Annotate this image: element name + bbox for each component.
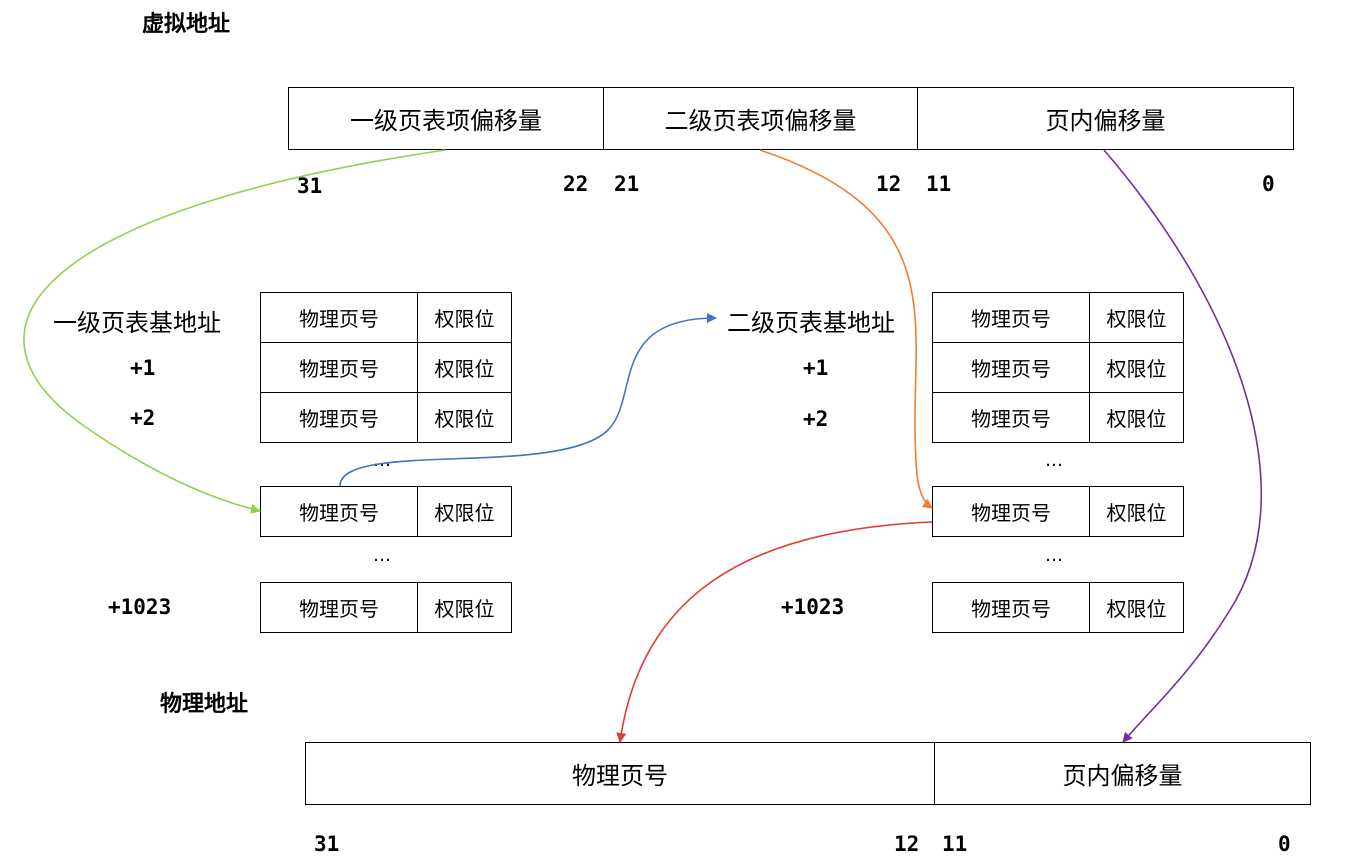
l2-entry-1023: 物理页号 权限位: [932, 582, 1184, 633]
arrow-l1-index: [23, 149, 446, 514]
l2-offset-plus-1023: +1023: [781, 595, 845, 619]
l2-entry-selected: 物理页号 权限位: [932, 486, 1184, 537]
l1-offset-plus-2: +2: [130, 406, 156, 430]
virtual-address-title: 虚拟地址: [142, 12, 231, 37]
l1-entry-2: 物理页号 权限位: [260, 393, 512, 443]
l1-entry-perm: 权限位: [417, 583, 511, 632]
l2-table-base-label: 二级页表基地址: [727, 309, 895, 337]
pa-field-frame-number: 物理页号: [572, 762, 668, 790]
va-bit-21: 21: [614, 172, 640, 196]
physical-address-title: 物理地址: [160, 692, 249, 717]
l1-entry-1023: 物理页号 权限位: [260, 582, 512, 633]
pa-bit-11: 11: [942, 832, 968, 856]
arrow-l2-index: [759, 149, 933, 509]
l2-entry-perm: 权限位: [1089, 393, 1183, 442]
l2-entry-frame: 物理页号: [971, 307, 1051, 331]
l1-entry-perm: 权限位: [417, 393, 511, 442]
va-field-page-offset: 页内偏移量: [917, 88, 1293, 149]
pa-bit-31: 31: [314, 832, 340, 856]
l2-entry-1: 物理页号 权限位: [932, 343, 1184, 393]
l2-entry-frame: 物理页号: [971, 597, 1051, 621]
va-bit-12: 12: [876, 172, 902, 196]
l2-ellipsis-1: …: [1045, 450, 1063, 471]
l2-entry-frame: 物理页号: [971, 357, 1051, 381]
l1-ellipsis-2: …: [373, 545, 391, 566]
l2-ellipsis-2: …: [1045, 545, 1063, 566]
arrow-l1-entry-to-l2-base: [339, 313, 717, 487]
va-field-l2-offset: 二级页表项偏移量: [603, 88, 917, 149]
l2-entry-perm: 权限位: [1089, 583, 1183, 632]
l1-entry-perm: 权限位: [417, 343, 511, 392]
va-bit-11: 11: [926, 172, 952, 196]
pa-bit-0: 0: [1278, 832, 1291, 856]
l2-entry-frame: 物理页号: [971, 501, 1051, 525]
l1-entry-frame: 物理页号: [299, 407, 379, 431]
l1-entry-frame: 物理页号: [299, 501, 379, 525]
l2-entry-perm: 权限位: [1089, 487, 1183, 536]
l1-entry-0: 物理页号 权限位: [260, 292, 512, 343]
l1-entry-frame: 物理页号: [299, 357, 379, 381]
l2-offset-plus-1: +1: [803, 356, 829, 380]
arrow-page-offset: [1103, 149, 1263, 743]
l1-offset-plus-1023: +1023: [108, 595, 172, 619]
virtual-address-bar: 一级页表项偏移量 二级页表项偏移量 页内偏移量: [288, 87, 1294, 150]
pa-bit-12: 12: [894, 832, 920, 856]
arrow-l2-entry-to-frame: [616, 521, 933, 743]
l1-table-base-label: 一级页表基地址: [53, 309, 221, 337]
l2-entry-2: 物理页号 权限位: [932, 393, 1184, 443]
l2-offset-plus-2: +2: [803, 407, 829, 431]
l1-entry-1: 物理页号 权限位: [260, 343, 512, 393]
va-field-l1-offset: 一级页表项偏移量: [350, 107, 542, 135]
va-bit-31: 31: [297, 174, 323, 198]
l1-offset-plus-1: +1: [130, 356, 156, 380]
l1-entry-perm: 权限位: [417, 293, 511, 342]
l2-entry-perm: 权限位: [1089, 343, 1183, 392]
pa-field-page-offset: 页内偏移量: [934, 743, 1310, 804]
l1-entry-perm: 权限位: [417, 487, 511, 536]
l2-entry-frame: 物理页号: [971, 407, 1051, 431]
l1-entry-selected: 物理页号 权限位: [260, 486, 512, 537]
l1-entry-frame: 物理页号: [299, 597, 379, 621]
l1-entry-frame: 物理页号: [299, 307, 379, 331]
l1-ellipsis-1: …: [373, 450, 391, 471]
l2-entry-0: 物理页号 权限位: [932, 292, 1184, 343]
physical-address-bar: 物理页号 页内偏移量: [305, 742, 1311, 805]
l2-entry-perm: 权限位: [1089, 293, 1183, 342]
va-bit-22: 22: [563, 172, 589, 196]
va-bit-0: 0: [1262, 172, 1275, 196]
